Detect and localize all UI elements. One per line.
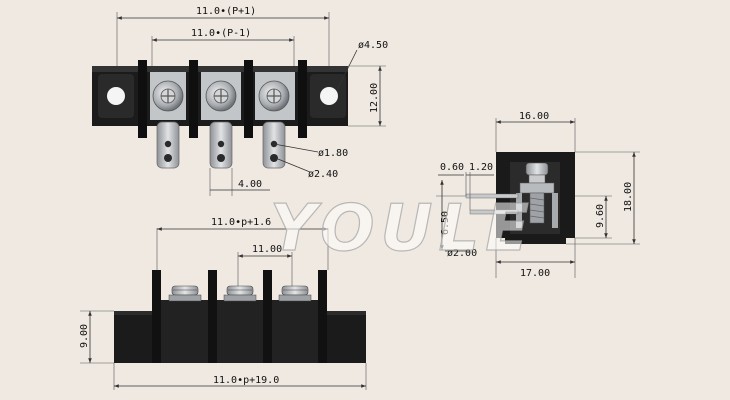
- mount-hole-right: [310, 74, 346, 118]
- dim-top-height: 12.00: [369, 83, 380, 113]
- dim-side-width-top: 16.00: [519, 111, 549, 122]
- front-screw-2: [223, 285, 257, 302]
- watermark-logo: YOULE: [270, 192, 535, 266]
- front-view: 11.0•p+1.6 11.00: [79, 217, 367, 390]
- dim-front-bottom: 11.0•p+19.0: [213, 375, 279, 386]
- dim-front-pitch: 11.00: [252, 244, 282, 255]
- dim-side-120: 1.20: [469, 162, 493, 173]
- terminal-2: [201, 72, 241, 169]
- dim-large-hole: ø2.40: [308, 169, 338, 180]
- dim-hole-dia: ø4.50: [358, 40, 388, 51]
- front-screw-1: [168, 285, 202, 302]
- side-view: 16.00 0.60 1.20 6.50: [436, 111, 640, 279]
- dim-side-060: 0.60: [440, 162, 464, 173]
- top-view: 11.0•(P+1) 11.0•(P-1): [92, 6, 388, 196]
- dim-front-height: 9.00: [79, 324, 90, 348]
- dim-front-top: 11.0•p+1.6: [211, 217, 271, 228]
- dim-side-650: 6.50: [440, 211, 451, 235]
- terminal-1: [150, 72, 186, 169]
- front-screw-3: [278, 285, 312, 302]
- dim-small-hole: ø1.80: [318, 148, 348, 159]
- dim-top-pitch: 4.00: [238, 179, 262, 190]
- dim-side-pin-dia: ø2.00: [447, 248, 477, 259]
- dim-top-inner: 11.0•(P-1): [191, 28, 251, 39]
- dim-side-1800: 18.00: [623, 182, 634, 212]
- side-screw: [516, 162, 558, 228]
- terminal-3: [255, 72, 295, 169]
- dim-side-width-bottom: 17.00: [520, 268, 550, 279]
- mount-hole-left: [98, 74, 134, 118]
- dim-top-total: 11.0•(P+1): [196, 6, 256, 17]
- dim-side-960: 9.60: [595, 204, 606, 228]
